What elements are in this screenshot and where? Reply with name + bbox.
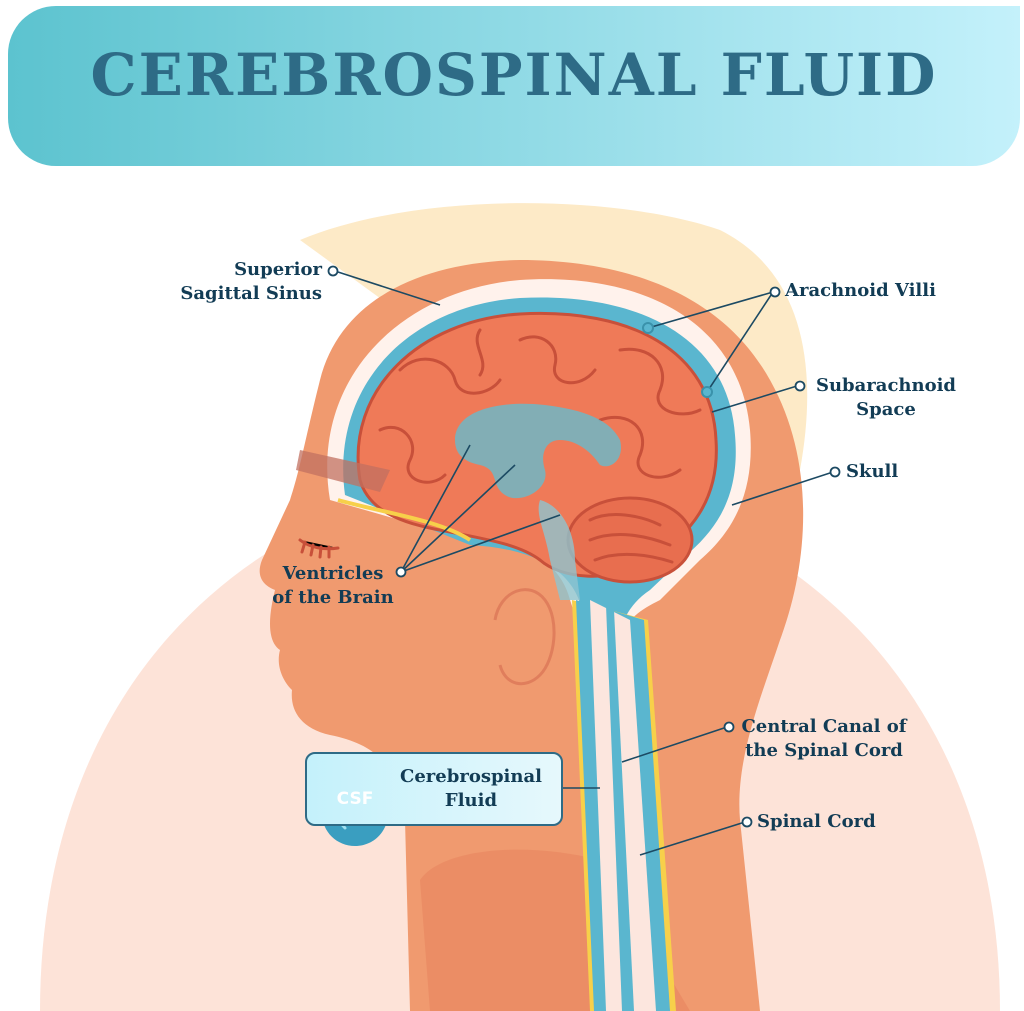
- brainstem: [538, 500, 580, 600]
- label-superior-sagittal-sinus: Superior Sagittal Sinus: [180, 259, 322, 304]
- eyebrow: [296, 450, 390, 492]
- label-ventricles-of-the-brain: Ventricles of the Brain: [272, 563, 394, 608]
- ear: [493, 588, 556, 686]
- cerebellum: [566, 496, 694, 584]
- page-title: CEREBROSPINAL FLUID: [90, 41, 938, 109]
- csf-callout-label: Cerebrospinal Fluid: [400, 766, 542, 811]
- label-central-canal: Central Canal of the Spinal Cord: [741, 716, 907, 761]
- ventricles-shape: [455, 403, 621, 499]
- leader-lines: [337, 271, 834, 856]
- label-dots: [327, 265, 841, 828]
- label-skull: Skull: [846, 461, 899, 482]
- csf-badge: CSF: [336, 789, 374, 809]
- csf-callout-box: [305, 752, 563, 826]
- title-banner: [8, 6, 1020, 166]
- label-arachnoid-villi: Arachnoid Villi: [785, 280, 936, 301]
- arachnoid-villi: [642, 322, 713, 398]
- label-spinal-cord: Spinal Cord: [757, 811, 876, 832]
- meninges-line: [337, 498, 472, 542]
- central-canal: [606, 605, 634, 1011]
- brain-folds: [378, 328, 702, 564]
- label-subarachnoid-space: Subarachnoid Space: [815, 375, 957, 420]
- eye-lashes: [298, 538, 340, 559]
